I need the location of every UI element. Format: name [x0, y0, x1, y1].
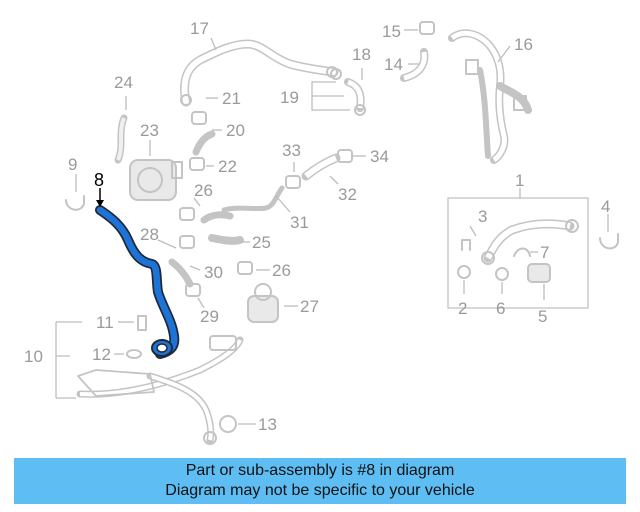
part-13-oring	[219, 415, 237, 433]
part-26-hose-small	[200, 211, 234, 224]
part-20-hose	[192, 130, 216, 156]
banner-line-1: Part or sub-assembly is #8 in diagram	[185, 462, 455, 479]
callout-9: 9	[68, 155, 77, 174]
part-11-bolt	[137, 315, 147, 331]
callout-1: 1	[515, 171, 524, 190]
part-21-clamp	[191, 111, 207, 125]
part-23-pump	[129, 159, 183, 201]
callout-16: 16	[514, 35, 533, 54]
part-26-clamp-lower	[237, 261, 253, 275]
part-2-oring	[457, 265, 471, 279]
part-10-pipe-assembly	[76, 335, 244, 445]
part-7-clip	[513, 247, 531, 257]
part-33-clamp	[285, 175, 301, 189]
callout-23: 23	[140, 121, 159, 140]
part-27-housing	[247, 283, 279, 323]
info-banner: Part or sub-assembly is #8 in diagram Di…	[14, 458, 626, 504]
callout-10: 10	[24, 347, 43, 366]
callout-31: 31	[290, 213, 309, 232]
callout-26-lower: 26	[272, 261, 291, 280]
part-18-hose	[330, 68, 366, 116]
callout-8: 8	[94, 170, 104, 190]
parts-diagram: 17 18 19 15 14 16 24 21	[24, 19, 619, 445]
part-8-hose-highlighted[interactable]	[95, 205, 180, 359]
part-14-hose	[400, 48, 429, 82]
callout-2: 2	[458, 299, 467, 318]
part-30-hose	[168, 258, 194, 288]
part-12-oring	[126, 349, 142, 359]
callout-27: 27	[300, 297, 319, 316]
callout-32: 32	[338, 185, 357, 204]
callout-24: 24	[114, 73, 133, 92]
callout-14: 14	[384, 55, 403, 74]
callout-20: 20	[226, 121, 245, 140]
banner-line-2: Diagram may not be specific to your vehi…	[165, 482, 475, 499]
part-34-clamp	[337, 149, 353, 163]
callout-26-upper: 26	[194, 181, 213, 200]
part-16-hose-assembly	[448, 29, 532, 164]
part-24-bracket	[114, 114, 128, 164]
callout-33: 33	[282, 141, 301, 160]
callout-17: 17	[190, 19, 209, 38]
part-26-clamp-upper	[179, 207, 195, 221]
callout-4: 4	[601, 197, 610, 216]
part-29-clamp	[185, 283, 201, 297]
part-22-clamp	[189, 157, 205, 171]
part-31-pipe	[221, 185, 285, 213]
callout-6: 6	[496, 299, 505, 318]
callout-13: 13	[258, 415, 277, 434]
part-6-oring	[495, 267, 509, 281]
part-3-clip	[461, 239, 471, 251]
part-32-hose	[301, 153, 341, 181]
part-15-clamp	[419, 21, 435, 35]
callout-11: 11	[96, 313, 114, 332]
part-25-hose	[208, 234, 244, 245]
callout-25: 25	[252, 233, 271, 252]
part-9-clamp	[65, 195, 85, 211]
callout-3: 3	[478, 207, 487, 226]
callout-19: 19	[280, 88, 299, 107]
callout-34: 34	[370, 147, 389, 166]
callout-22: 22	[218, 157, 237, 176]
callout-18: 18	[352, 45, 371, 64]
callout-21: 21	[222, 89, 241, 108]
part-1-assembly-box	[447, 197, 589, 309]
callout-28: 28	[140, 225, 159, 244]
part-28-clamp	[179, 235, 195, 249]
callout-5: 5	[538, 307, 547, 326]
callout-15: 15	[382, 22, 401, 41]
part-4-clamp	[599, 233, 619, 250]
callout-12: 12	[92, 345, 111, 364]
part-1-hose	[481, 219, 579, 265]
callout-7: 7	[540, 243, 549, 262]
callout-29: 29	[200, 307, 219, 326]
part-5-sensor	[527, 263, 551, 283]
callout-30: 30	[204, 263, 223, 282]
